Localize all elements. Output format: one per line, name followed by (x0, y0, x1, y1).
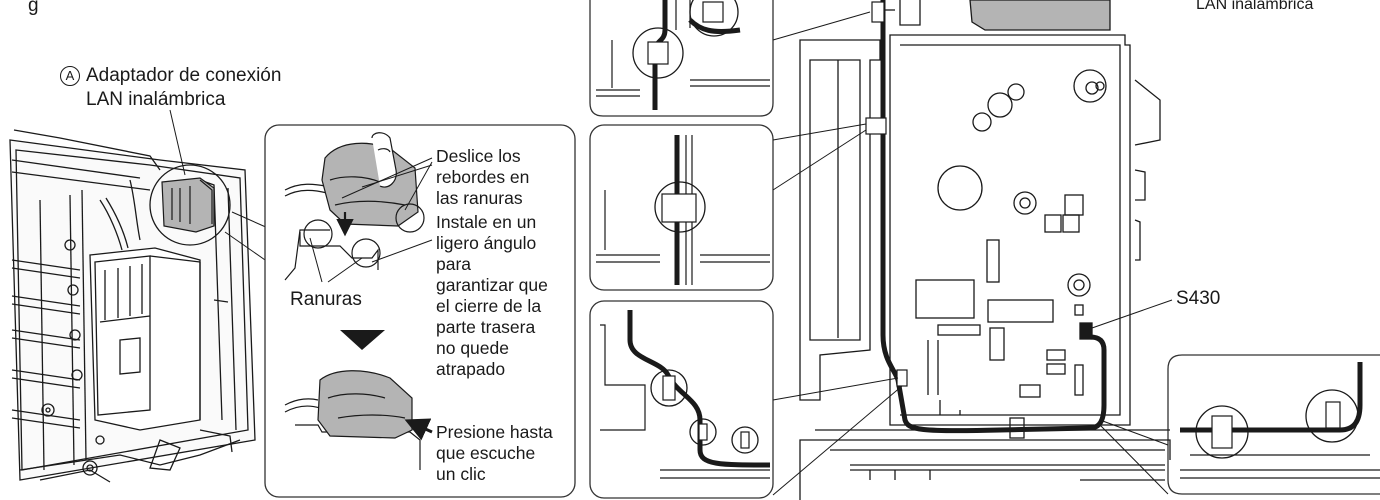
detail-callout-lines (772, 11, 1173, 496)
slide-leader-lines (341, 157, 433, 211)
magnify-circle (149, 164, 231, 246)
angle-instruction: Instale en un ligero ángulo para garanti… (436, 212, 548, 380)
detail-panel-top-content (596, 0, 770, 110)
angle-leader-line (371, 239, 433, 263)
press-line: Presione hasta (436, 422, 553, 442)
angle-line: no quede (436, 338, 509, 358)
zoom-line-lower (224, 231, 269, 263)
detail-panel-middle-content (596, 135, 770, 285)
slide-line: Deslice los (436, 146, 521, 166)
cable-clip-upper (865, 117, 887, 135)
indoor-unit-illustration (9, 129, 256, 483)
adapter-cable (880, 0, 1107, 434)
adapter-label-line1: Adaptador de conexión (86, 65, 282, 86)
detail-panel-bottom-content (600, 310, 771, 479)
angle-line: garantizar que (436, 275, 548, 295)
press-line: un clic (436, 464, 486, 484)
adapter-on-unit (161, 177, 215, 233)
step-down-arrow (340, 330, 385, 350)
slide-instruction: Deslice los rebordes en las ranuras (436, 146, 529, 209)
cable-clip-top (871, 1, 885, 23)
detail-panel-top (589, 0, 774, 117)
angle-line: parte trasera (436, 317, 536, 337)
connector-label-s430: S430 (1176, 288, 1221, 309)
detail-panel-right (1167, 354, 1380, 495)
slots-label: Ranuras (290, 289, 362, 310)
angle-line: atrapado (436, 359, 506, 379)
slot-circle-left (303, 219, 333, 249)
angle-line: ligero ángulo (436, 233, 537, 253)
detail-panel-right-content (1180, 362, 1380, 479)
slot-circle-center (351, 238, 381, 268)
adapter-label-line2: LAN inalámbrica (86, 89, 226, 110)
slots-leader-lines (309, 237, 363, 283)
adapter-installed-illustration (284, 370, 421, 470)
slot-circle-right (395, 203, 425, 233)
header-right-text: LAN inalámbrica (1196, 0, 1314, 13)
angle-line: el cierre de la (436, 296, 542, 316)
press-instruction: Presione hasta que escuche un clic (436, 422, 553, 485)
press-arrow (404, 418, 433, 441)
slide-line: las ranuras (436, 188, 523, 208)
adapter-marker-a: A (60, 66, 80, 86)
header-left-text: g (28, 0, 39, 16)
press-line: que escuche (436, 443, 536, 463)
slide-line: rebordes en (436, 167, 530, 187)
control-box-illustration (799, 0, 1171, 500)
detail-panel-bottom (589, 300, 774, 499)
adapter-callout-line (169, 109, 186, 176)
angle-line: Instale en un (436, 212, 537, 232)
angle-line: para (436, 254, 472, 274)
zoom-line-upper (231, 211, 269, 229)
cable-clip-lower (896, 369, 908, 387)
